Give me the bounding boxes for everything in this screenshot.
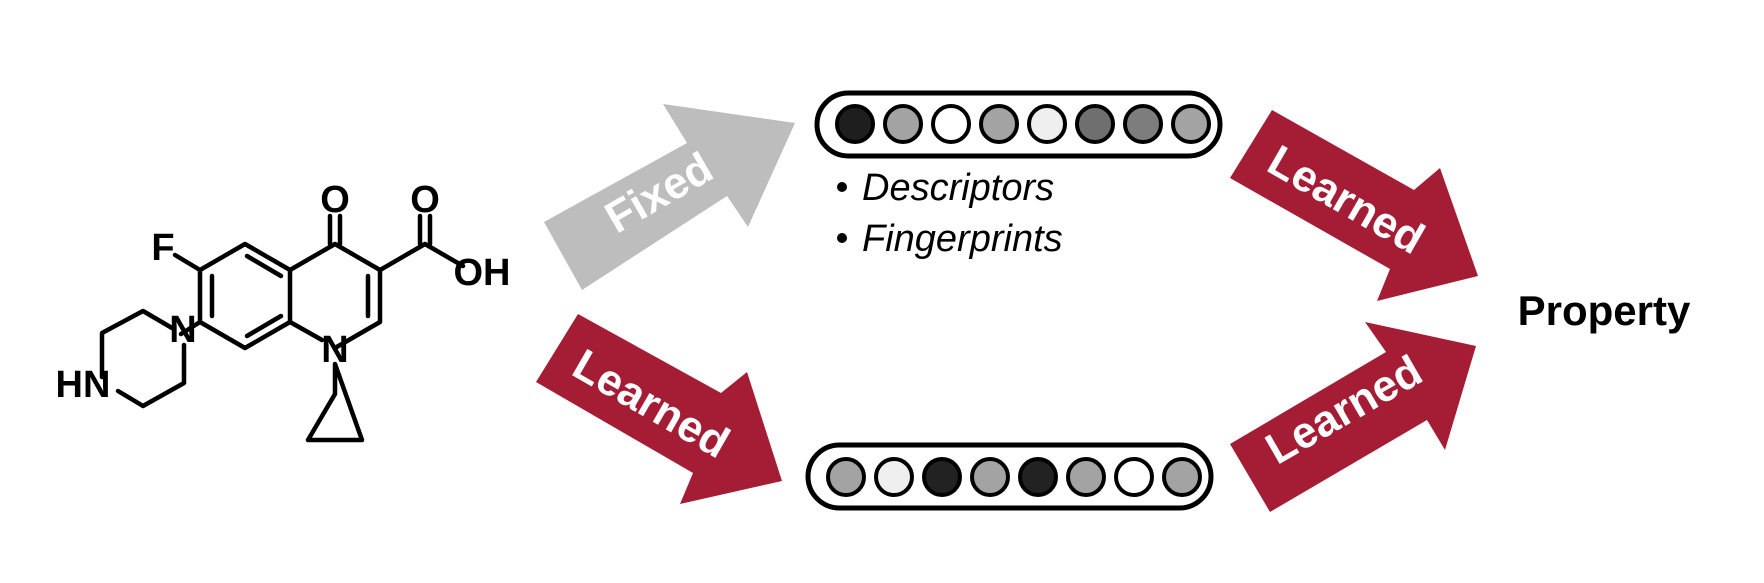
- vector-cell: [931, 104, 971, 144]
- bullet-descriptors: Descriptors: [862, 167, 1054, 209]
- atom-HN: HN: [56, 364, 111, 406]
- vector-cell: [883, 104, 923, 144]
- vector-cell: [1027, 104, 1067, 144]
- vector-cell: [1066, 457, 1106, 497]
- arrow-learned-bottom-left-shape: [536, 314, 782, 504]
- atom-N-piperazine: N: [169, 309, 196, 351]
- atom-O-acid: O: [410, 179, 440, 221]
- bullet-dot: [837, 233, 847, 243]
- arrow-learned-bottom-right: Learned: [1230, 322, 1476, 512]
- vector-cell: [874, 457, 914, 497]
- arrow-learned-top-right: Learned: [1230, 110, 1478, 301]
- arrow-learned-top-right-shape: [1230, 110, 1478, 301]
- arrow-fixed-shape: [544, 104, 795, 290]
- vector-cell: [835, 104, 875, 144]
- piperazine-ring: [99, 308, 187, 409]
- atom-OH: OH: [454, 252, 511, 294]
- vector-cell: [1018, 457, 1058, 497]
- atom-O-ketone: O: [320, 179, 350, 221]
- carboxyl-bonds: [377, 213, 466, 273]
- vector-cell: [826, 457, 866, 497]
- vector-cell: [1114, 457, 1154, 497]
- fluorine-bond: [172, 252, 203, 273]
- atom-N-ring: N: [321, 329, 348, 371]
- molecule-structure: [99, 213, 466, 443]
- descriptor-list: Descriptors Fingerprints: [837, 167, 1063, 260]
- atom-F: F: [151, 227, 174, 269]
- piperazine-link: [178, 319, 203, 337]
- vector-cell: [979, 104, 1019, 144]
- arrow-fixed: Fixed: [544, 104, 795, 290]
- bullet-fingerprints: Fingerprints: [862, 218, 1063, 260]
- feature-vector-fixed: [814, 90, 1223, 159]
- arrow-learned-bottom-right-shape: [1230, 322, 1476, 512]
- vector-cell: [1171, 104, 1211, 144]
- vector-cell: [922, 457, 962, 497]
- arrow-learned-bottom-left: Learned: [536, 314, 782, 504]
- feature-vector-learned: [805, 442, 1214, 511]
- vector-cell: [1123, 104, 1163, 144]
- vector-cell: [1162, 457, 1202, 497]
- vector-cell: [1075, 104, 1115, 144]
- property-label: Property: [1518, 287, 1691, 334]
- cyclopropyl-bonds: [305, 361, 365, 443]
- vector-cell: [970, 457, 1010, 497]
- ketone-bond: [327, 213, 343, 247]
- benzene-double-bonds: [209, 253, 284, 339]
- bullet-dot: [837, 182, 847, 192]
